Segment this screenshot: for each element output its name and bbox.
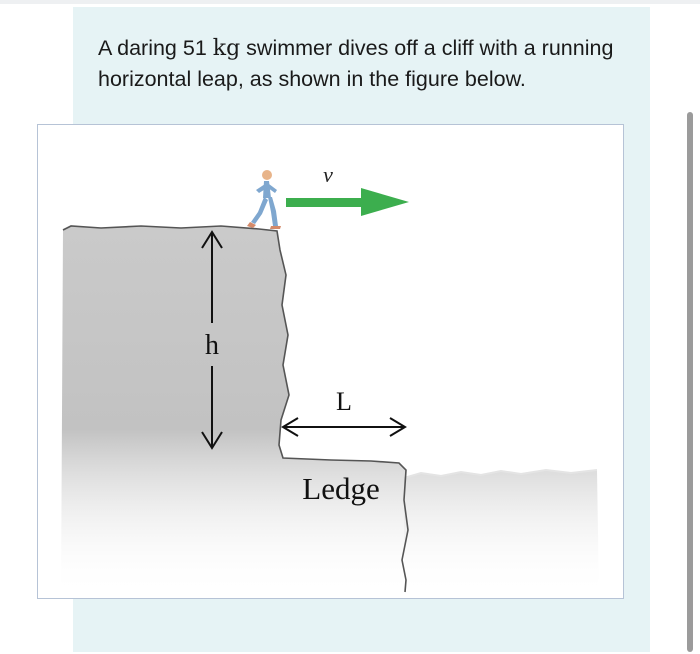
cliff-outline <box>62 225 409 593</box>
top-divider <box>0 0 700 4</box>
figure-frame: v h L Ledge <box>37 124 624 599</box>
velocity-arrow <box>286 188 409 216</box>
cliff-diagram: v h L Ledge <box>61 162 599 596</box>
cliff <box>61 226 408 596</box>
question-text-end: swimmer dives off a cliff with a running… <box>98 36 614 91</box>
question-text: A daring 51 kg swimmer dives off a cliff… <box>98 33 638 95</box>
height-label: h <box>205 330 219 361</box>
water-surface <box>403 468 598 479</box>
swimmer-figure <box>247 170 281 229</box>
velocity-label: v <box>323 162 333 187</box>
distance-label: L <box>336 387 352 416</box>
height-arrow <box>201 230 223 450</box>
ledge-label: Ledge <box>302 471 379 506</box>
scrollbar[interactable] <box>687 112 693 652</box>
water <box>404 470 599 596</box>
mass-unit: kg <box>212 36 241 61</box>
question-text-start: A daring 51 <box>98 36 213 60</box>
distance-arrow <box>281 417 407 437</box>
